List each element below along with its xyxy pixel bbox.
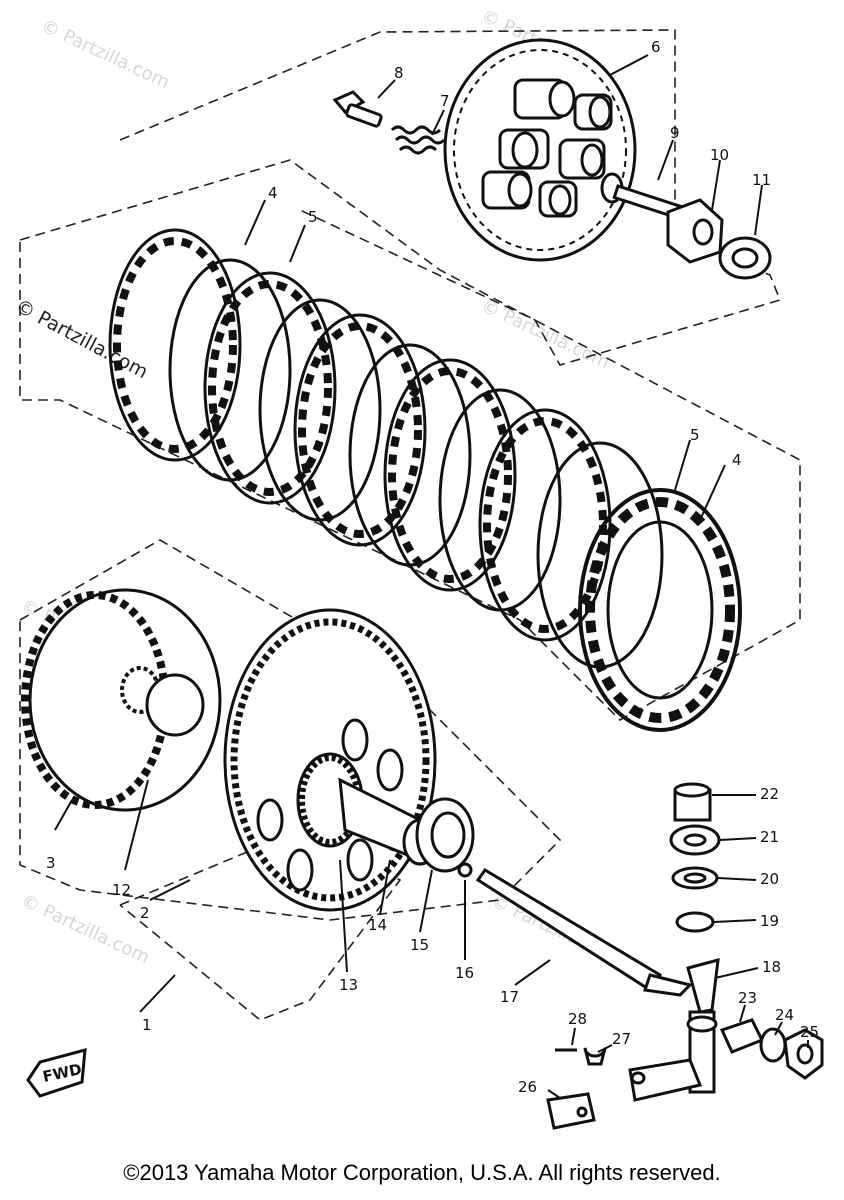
watermark: © Partzilla.com bbox=[478, 295, 613, 373]
copyright-notice: ©2013 Yamaha Motor Corporation, U.S.A. A… bbox=[123, 1160, 721, 1185]
callout-8: 8 bbox=[394, 64, 404, 82]
primary-driven-gear bbox=[223, 608, 438, 912]
push-lever-assembly bbox=[628, 782, 824, 1102]
leader-lines bbox=[54, 54, 809, 1099]
callout-11: 11 bbox=[752, 171, 771, 189]
callout-21: 21 bbox=[760, 828, 779, 846]
callout-3: 3 bbox=[46, 854, 56, 872]
callout-numbers: 1 2 3 4 4 5 5 6 7 8 9 10 11 12 13 14 15 … bbox=[46, 38, 819, 1096]
watermark: © Partzilla.com bbox=[18, 890, 153, 968]
pressure-plate bbox=[443, 38, 637, 262]
callout-20: 20 bbox=[760, 870, 779, 888]
callout-28: 28 bbox=[568, 1010, 587, 1028]
callout-10: 10 bbox=[710, 146, 729, 164]
clutch-plates-stack bbox=[108, 228, 742, 732]
callout-4b: 4 bbox=[732, 451, 742, 469]
callout-22: 22 bbox=[760, 785, 779, 803]
fwd-arrow-icon: FWD bbox=[26, 1047, 87, 1098]
clutch-boss bbox=[21, 588, 222, 812]
plates-outline bbox=[19, 159, 801, 721]
callout-17: 17 bbox=[500, 988, 519, 1006]
callout-12: 12 bbox=[112, 881, 131, 899]
callout-18: 18 bbox=[762, 958, 781, 976]
callout-14: 14 bbox=[368, 916, 387, 934]
watermark: © Partzilla.com bbox=[38, 15, 173, 93]
callout-27: 27 bbox=[612, 1030, 631, 1048]
clutch-exploded-diagram: © Partzilla.com © Partzilla.com © Partzi… bbox=[12, 5, 824, 1130]
callout-13: 13 bbox=[339, 976, 358, 994]
watermark: © Partzilla.com bbox=[12, 295, 152, 383]
callout-4: 4 bbox=[268, 184, 278, 202]
callout-9: 9 bbox=[670, 124, 680, 142]
housing-outline bbox=[19, 539, 562, 921]
callout-1: 1 bbox=[142, 1016, 152, 1034]
callout-6: 6 bbox=[651, 38, 661, 56]
callout-25: 25 bbox=[800, 1023, 819, 1041]
push-rod-nut-washer bbox=[600, 172, 772, 280]
callout-5b: 5 bbox=[690, 426, 700, 444]
callout-2: 2 bbox=[140, 904, 150, 922]
callout-23: 23 bbox=[738, 989, 757, 1007]
bolt-and-spring bbox=[332, 90, 446, 155]
callout-26: 26 bbox=[518, 1078, 537, 1096]
callout-19: 19 bbox=[760, 912, 779, 930]
callout-15: 15 bbox=[410, 936, 429, 954]
callout-7: 7 bbox=[440, 92, 450, 110]
small-parts bbox=[546, 1047, 607, 1130]
callout-16: 16 bbox=[455, 964, 474, 982]
callout-24: 24 bbox=[775, 1006, 794, 1024]
callout-5: 5 bbox=[308, 208, 318, 226]
pressure-plate-outline bbox=[119, 29, 782, 366]
thrust-plate-ball-pushrod bbox=[415, 797, 693, 997]
